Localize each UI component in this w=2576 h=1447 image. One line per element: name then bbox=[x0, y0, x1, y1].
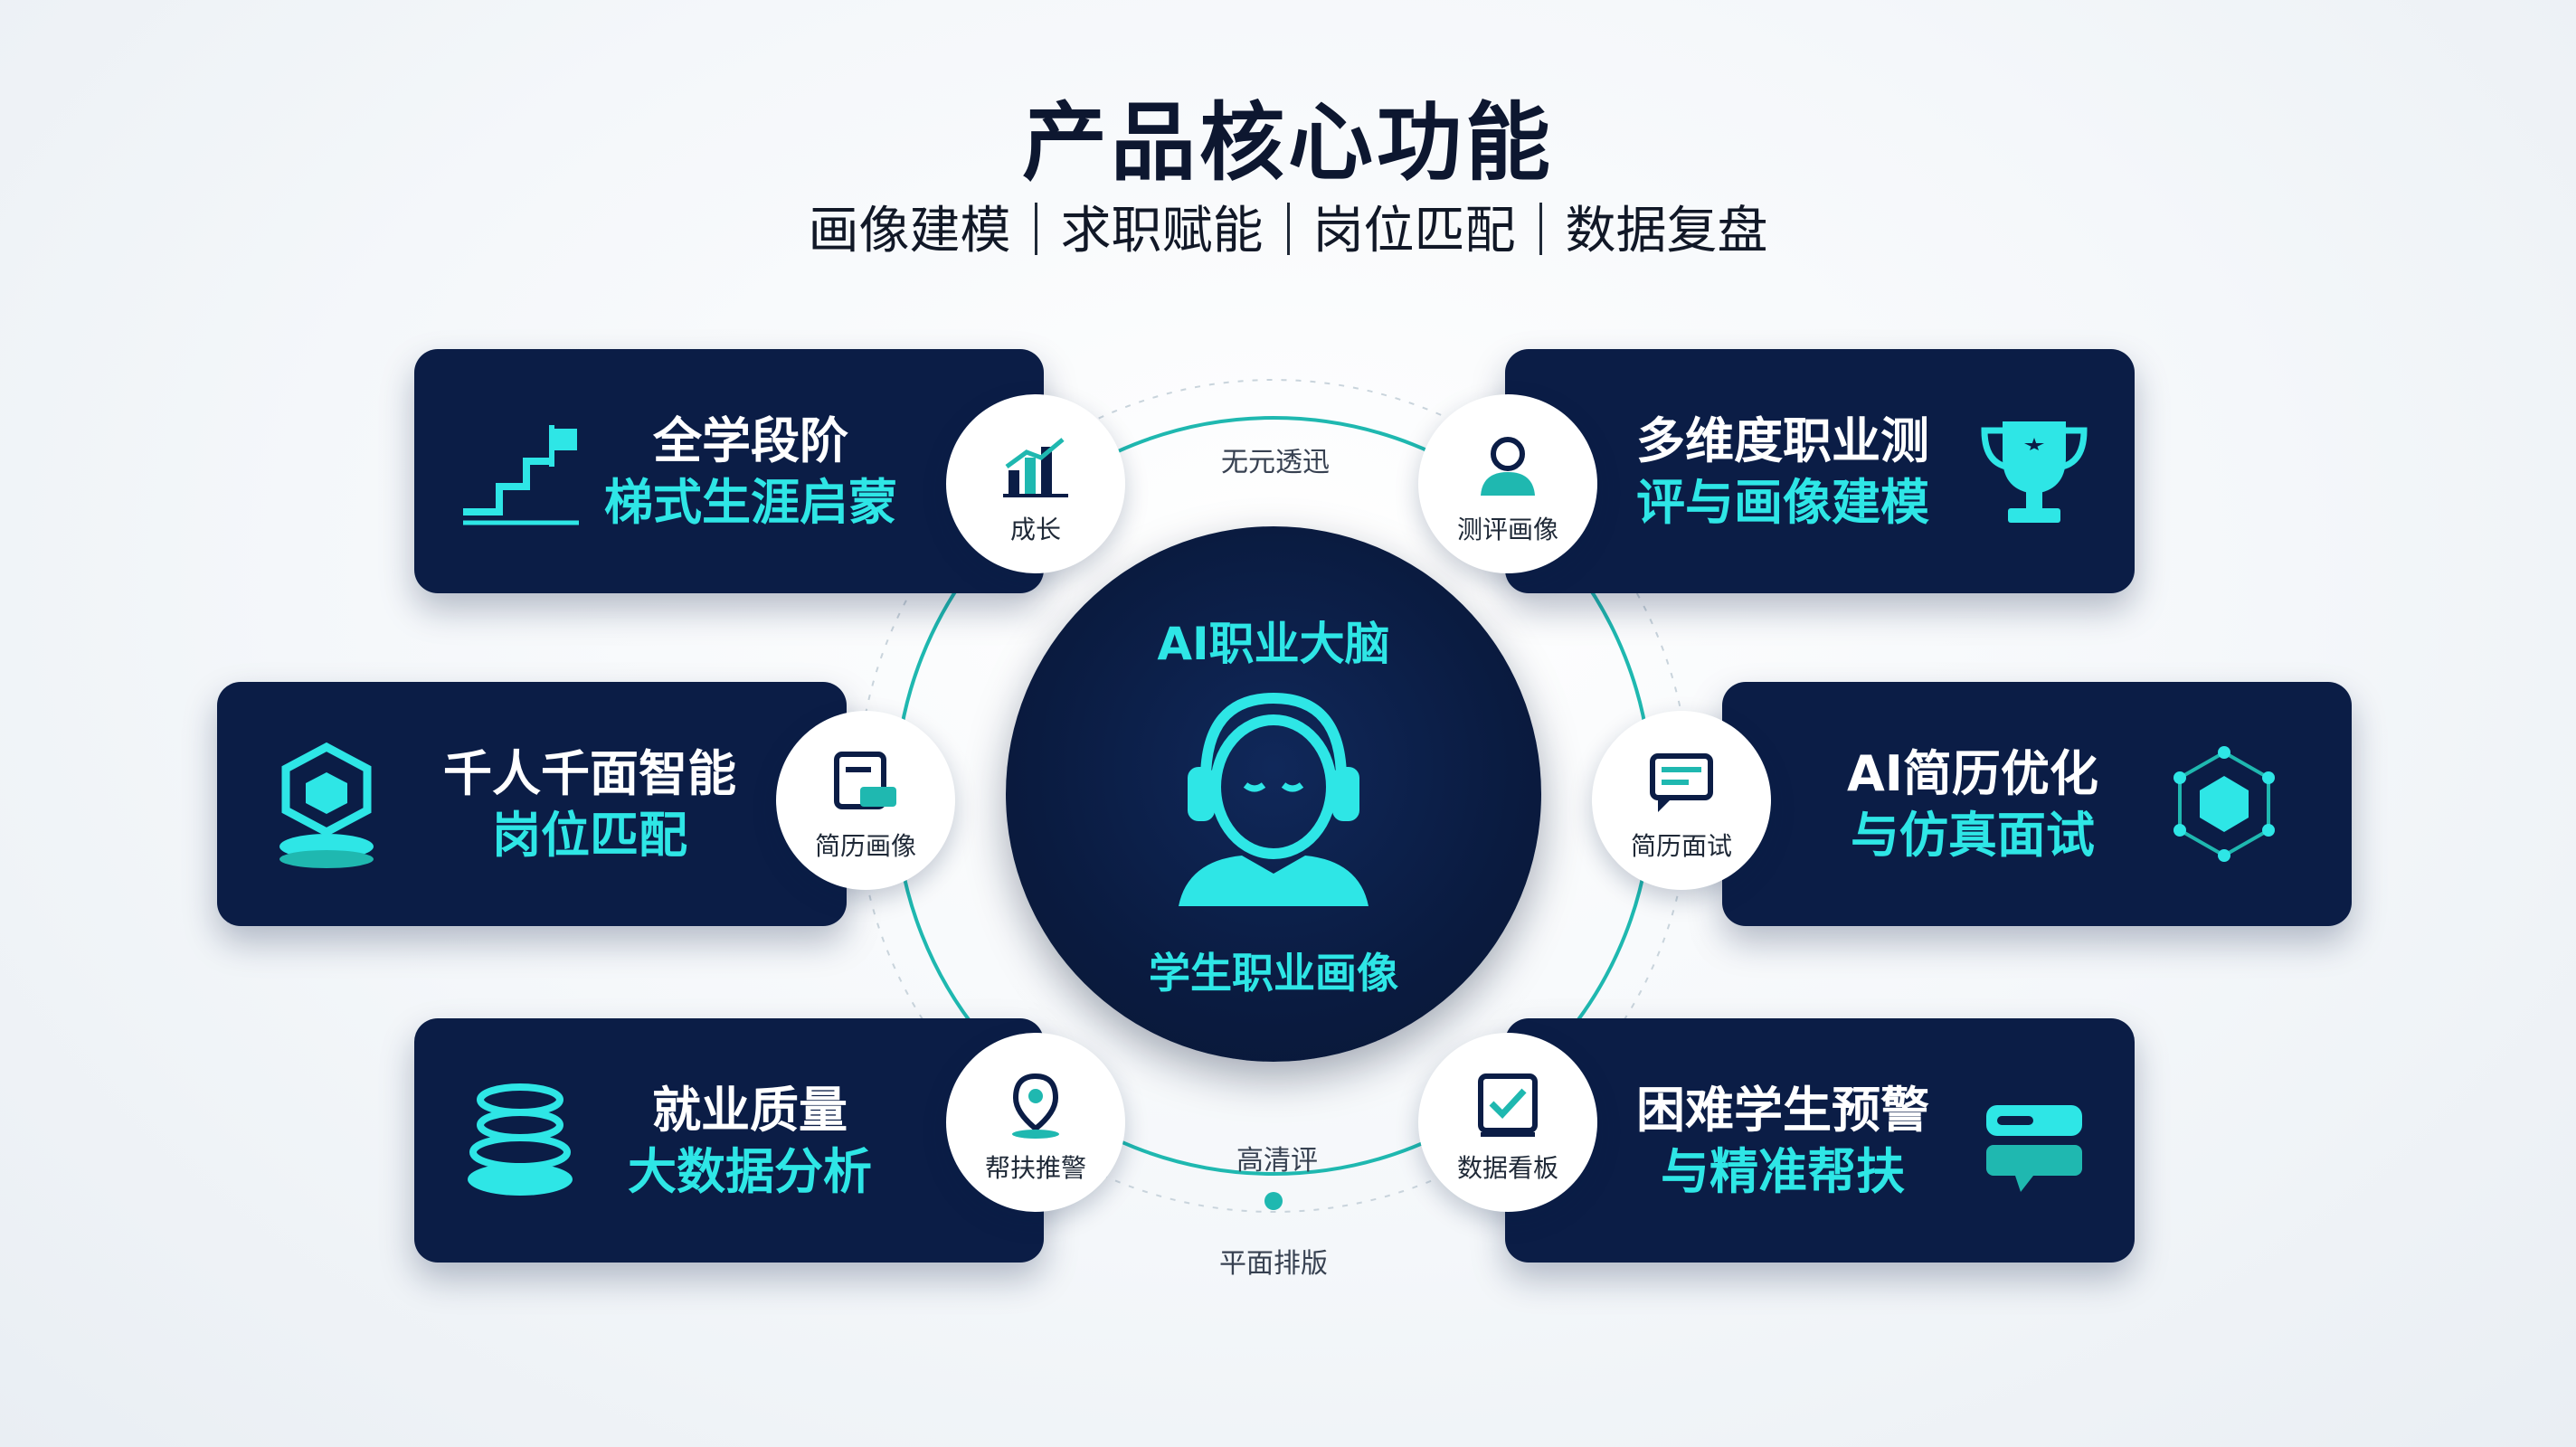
card-line: 岗位匹配 bbox=[492, 807, 687, 864]
resume-card-icon bbox=[834, 752, 896, 809]
card-text: AI简历优化 与仿真面试 bbox=[1847, 743, 2098, 866]
arc-label-top: 无元透迅 bbox=[1221, 447, 1330, 478]
center-hub: AI职业大脑 学生职业画像 bbox=[1006, 526, 1541, 1062]
node-label: 简历画像 bbox=[814, 831, 916, 861]
card-line: 大数据分析 bbox=[628, 1143, 872, 1200]
arc-label-bottom-outer: 平面排版 bbox=[1219, 1248, 1328, 1280]
center-title: AI职业大脑 bbox=[1157, 618, 1390, 670]
card-line: 梯式生涯启蒙 bbox=[604, 474, 897, 531]
hexagon-network-icon bbox=[2174, 746, 2275, 862]
card-line: 多维度职业测 bbox=[1636, 412, 1929, 469]
node-support-alert[interactable]: 帮扶推警 bbox=[946, 1033, 1125, 1212]
headset-person-icon bbox=[1179, 692, 1368, 906]
subtitle-divider bbox=[1034, 203, 1037, 255]
feature-card-career-enlightenment[interactable]: 全学段阶 梯式生涯启蒙 bbox=[414, 349, 1044, 593]
node-growth[interactable]: 成长 bbox=[946, 394, 1125, 573]
subtitle-divider bbox=[1539, 203, 1542, 255]
page-title: 产品核心功能 bbox=[1021, 94, 1554, 193]
feature-card-employment-analysis[interactable]: 就业质量 大数据分析 bbox=[414, 1018, 1044, 1263]
node-assessment-profile[interactable]: 测评画像 bbox=[1418, 394, 1597, 573]
card-line: 就业质量 bbox=[652, 1082, 848, 1139]
subtitle-item: 求职赋能 bbox=[1060, 202, 1264, 260]
ring-dot bbox=[1264, 1192, 1283, 1210]
checkbox-board-icon bbox=[1478, 1073, 1538, 1137]
node-label: 帮扶推警 bbox=[984, 1153, 1086, 1183]
node-resume-interview[interactable]: 简历面试 bbox=[1592, 711, 1771, 890]
feature-card-job-matching[interactable]: 千人千面智能 岗位匹配 bbox=[217, 682, 847, 926]
center-subtitle: 学生职业画像 bbox=[1149, 949, 1398, 998]
location-pin-icon bbox=[1012, 1073, 1059, 1139]
node-label: 简历面试 bbox=[1630, 831, 1732, 861]
feature-card-resume-interview[interactable]: AI简历优化 与仿真面试 bbox=[1722, 682, 2352, 926]
card-text: 就业质量 大数据分析 bbox=[628, 1080, 872, 1203]
card-text: 困难学生预警 与精准帮扶 bbox=[1636, 1080, 1929, 1203]
growth-chart-icon bbox=[1003, 438, 1068, 497]
subtitle-item: 画像建模 bbox=[808, 202, 1011, 260]
card-line: 与仿真面试 bbox=[1850, 807, 2095, 864]
alert-bubble-icon bbox=[1986, 1105, 2082, 1192]
subtitle-divider bbox=[1286, 203, 1290, 255]
card-text: 多维度职业测 评与画像建模 bbox=[1636, 411, 1929, 534]
database-stack-icon bbox=[468, 1083, 573, 1196]
node-data-dashboard[interactable]: 数据看板 bbox=[1418, 1033, 1597, 1212]
card-line: AI简历优化 bbox=[1847, 745, 2098, 802]
card-text: 千人千面智能 岗位匹配 bbox=[443, 743, 736, 866]
staircase-flag-icon bbox=[463, 425, 579, 525]
card-line: 千人千面智能 bbox=[443, 745, 736, 802]
card-line: 困难学生预警 bbox=[1636, 1082, 1929, 1139]
subtitle-item: 数据复盘 bbox=[1565, 202, 1768, 260]
card-text: 全学段阶 梯式生涯启蒙 bbox=[604, 411, 897, 534]
trophy-icon bbox=[1981, 421, 2088, 523]
card-line: 全学段阶 bbox=[653, 412, 848, 469]
node-label: 成长 bbox=[1009, 515, 1061, 544]
feature-card-assessment[interactable]: 多维度职业测 评与画像建模 bbox=[1505, 349, 2135, 593]
page-subtitle: 画像建模求职赋能岗位匹配数据复盘 bbox=[0, 190, 2576, 263]
feature-card-warning-support[interactable]: 困难学生预警 与精准帮扶 bbox=[1505, 1018, 2135, 1263]
node-label: 数据看板 bbox=[1456, 1153, 1558, 1183]
node-label: 测评画像 bbox=[1456, 515, 1558, 544]
user-profile-icon bbox=[1481, 437, 1535, 496]
node-resume-profile[interactable]: 简历画像 bbox=[776, 711, 955, 890]
chat-resume-icon bbox=[1650, 753, 1713, 812]
card-line: 评与画像建模 bbox=[1636, 474, 1929, 531]
subtitle-item: 岗位匹配 bbox=[1312, 202, 1516, 260]
arc-label-bottom-inner: 高清评 bbox=[1236, 1145, 1318, 1177]
cube-stack-icon bbox=[279, 742, 374, 868]
card-line: 与精准帮扶 bbox=[1661, 1143, 1905, 1200]
